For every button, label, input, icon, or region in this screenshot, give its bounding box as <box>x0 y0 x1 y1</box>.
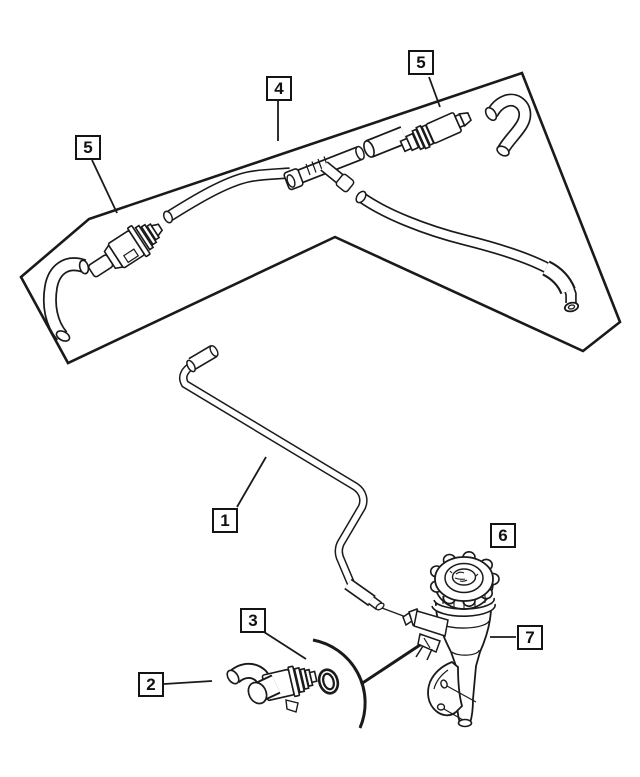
leader-1 <box>236 456 267 508</box>
sleeve-hose <box>363 126 408 158</box>
callout-5-right-label: 5 <box>416 53 426 72</box>
callout-2[interactable]: 2 <box>138 672 164 697</box>
main-hose <box>355 190 580 313</box>
callout-5-left[interactable]: 5 <box>75 135 101 160</box>
straight-hose <box>162 167 291 224</box>
reservoir-bracket <box>427 660 477 721</box>
elbow-fitting <box>226 662 318 713</box>
valve-left <box>87 222 164 278</box>
valve-right <box>399 112 472 153</box>
callout-5-left-label: 5 <box>83 138 93 157</box>
callout-7[interactable]: 7 <box>517 625 543 650</box>
leader-2 <box>163 680 213 685</box>
leader-3 <box>263 631 307 660</box>
leader-5-right <box>428 76 441 108</box>
tee-fitting <box>283 145 365 193</box>
callout-3-label: 3 <box>248 611 258 630</box>
callout-7-label: 7 <box>525 628 535 647</box>
callout-2-label: 2 <box>146 675 156 694</box>
band-outline <box>19 71 622 365</box>
elbow-hose-left <box>42 257 90 342</box>
callout-6-label: 6 <box>498 526 508 545</box>
callout-6[interactable]: 6 <box>490 523 516 548</box>
vent-tube <box>179 344 407 618</box>
o-ring <box>317 668 340 695</box>
housing-arc <box>312 638 424 729</box>
elbow-hose-right <box>484 93 532 157</box>
callout-5-right[interactable]: 5 <box>408 50 434 75</box>
callout-4-label: 4 <box>274 79 284 98</box>
callout-1-label: 1 <box>220 511 230 530</box>
leader-lines <box>91 76 516 685</box>
reservoir-fitting <box>402 608 449 661</box>
callout-3[interactable]: 3 <box>240 608 266 633</box>
callout-1[interactable]: 1 <box>212 508 238 533</box>
reservoir <box>402 550 500 728</box>
callout-4[interactable]: 4 <box>266 76 292 101</box>
leader-5-left <box>91 159 118 214</box>
